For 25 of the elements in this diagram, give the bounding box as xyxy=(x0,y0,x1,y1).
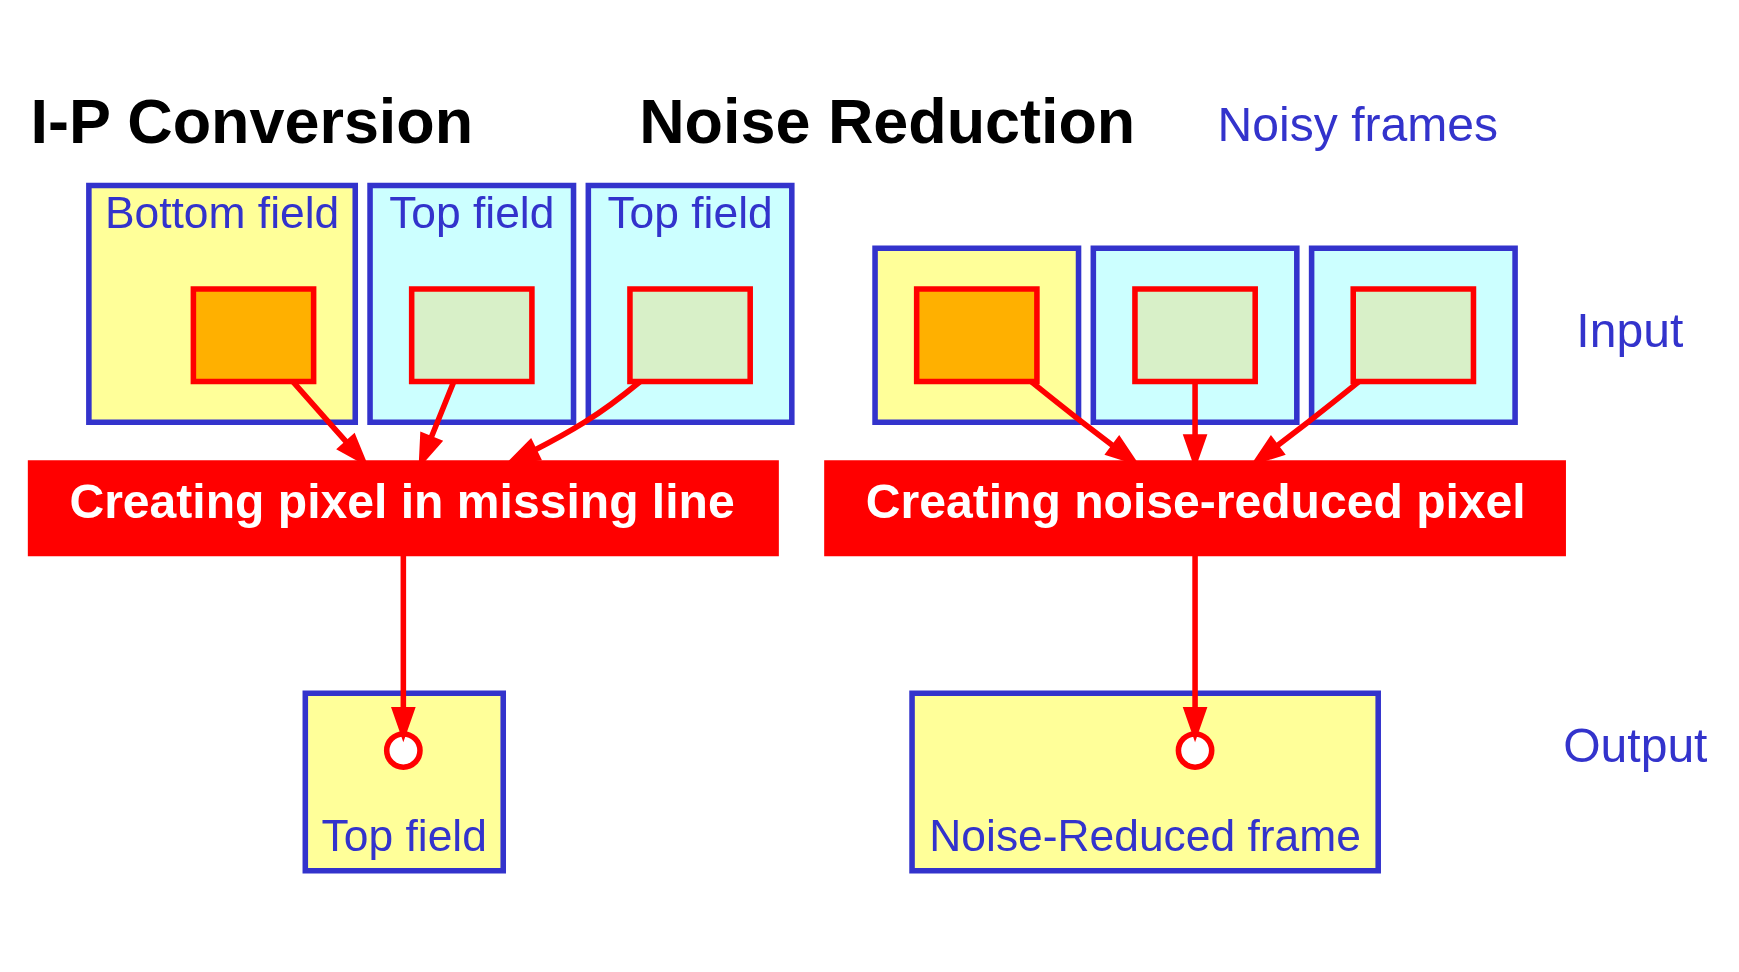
label: Input xyxy=(1576,302,1684,357)
cluster: Top field xyxy=(302,689,506,874)
cluster: Top field xyxy=(367,182,577,425)
arrow xyxy=(1182,555,1208,742)
label: Output xyxy=(1563,717,1708,772)
cluster xyxy=(1308,245,1518,425)
node-box: Creating noise-reduced pixel xyxy=(824,459,1566,556)
cluster: Noise-Reduced frame xyxy=(909,689,1381,874)
node-box xyxy=(408,285,535,384)
node-box: Creating pixel in missing line xyxy=(27,459,779,556)
cluster xyxy=(1090,245,1300,425)
node-box xyxy=(1350,285,1477,384)
node-box xyxy=(627,285,753,384)
node-box xyxy=(913,285,1040,384)
node-circle xyxy=(383,730,423,770)
label: Noise Reduction xyxy=(639,85,1136,156)
cluster: Top field xyxy=(585,182,795,425)
node-box xyxy=(190,285,317,384)
label: Noisy frames xyxy=(1217,96,1499,151)
node-box xyxy=(1132,285,1258,384)
node-circle xyxy=(1175,730,1215,770)
arrow xyxy=(391,555,416,742)
cluster xyxy=(872,245,1082,425)
label: I-P Conversion xyxy=(30,85,474,156)
cluster: Bottom field xyxy=(86,182,359,425)
